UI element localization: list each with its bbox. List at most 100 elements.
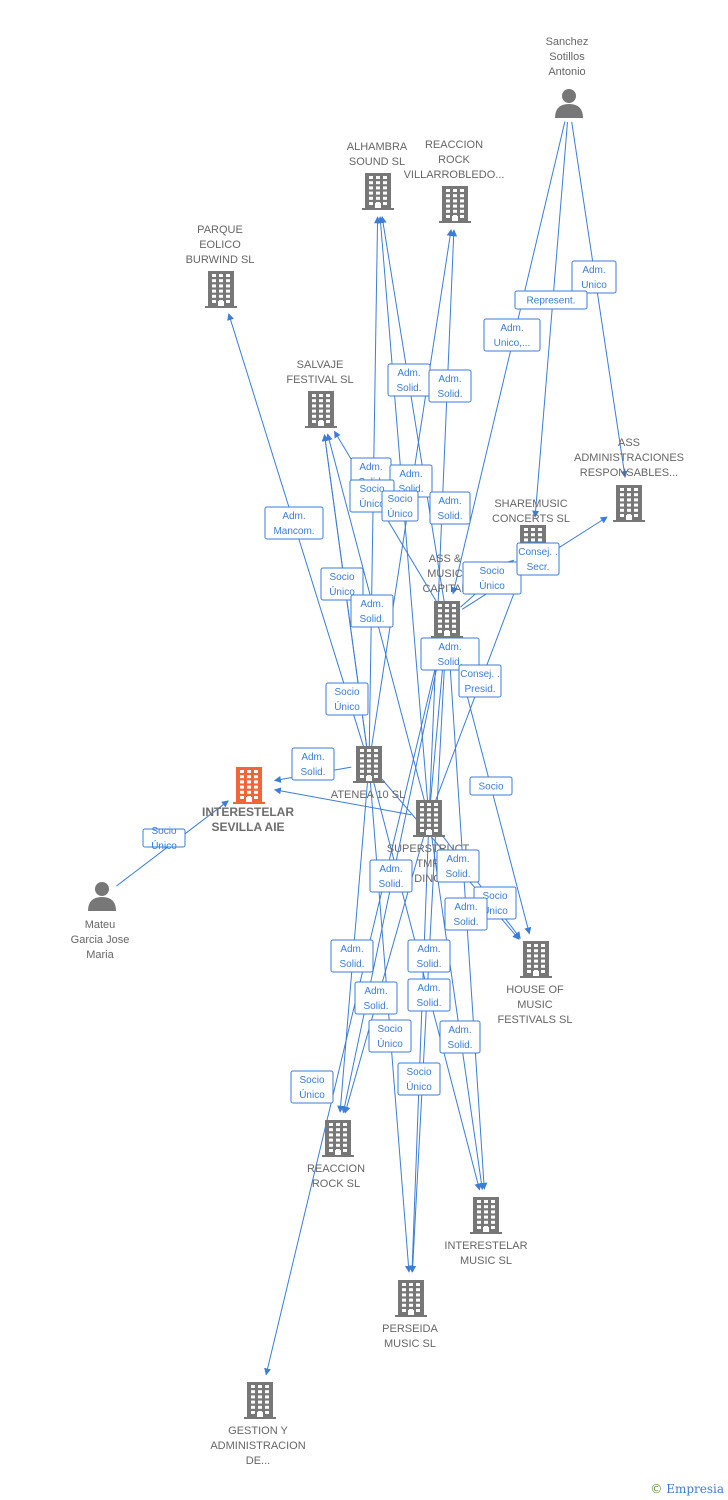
edge-label-box <box>381 490 419 522</box>
edge-label-text: Único <box>387 507 413 520</box>
edge-label[interactable]: Adm.Solid. <box>369 859 413 893</box>
node-label: DE... <box>246 1455 270 1467</box>
building-icon <box>233 767 265 804</box>
edge-label-text: Socio <box>359 484 384 495</box>
node-label: SALVAJE <box>297 359 344 371</box>
edge-label-box <box>368 1019 412 1053</box>
edge-label-box <box>325 682 369 716</box>
edge-label[interactable]: Adm.Solid. <box>429 491 471 525</box>
edge-label[interactable]: Adm.Unico <box>571 260 617 294</box>
edge-label[interactable]: Adm.Solid. <box>439 1020 481 1054</box>
edge-label-box <box>290 1070 334 1104</box>
building-icon <box>470 1197 502 1234</box>
edge-line <box>430 644 448 801</box>
edge-label-box <box>407 978 451 1012</box>
building-icon <box>305 391 337 428</box>
building-icon <box>613 485 645 522</box>
edge-label[interactable]: Adm.Solid. <box>387 363 431 397</box>
edge-label-text: Único <box>377 1037 403 1050</box>
node-label: PARQUE <box>197 224 243 236</box>
edge-label-box <box>571 260 617 294</box>
node-label: ASS <box>618 437 640 449</box>
edge-label-text: Único <box>482 904 508 917</box>
edge-label-text: Único <box>334 700 360 713</box>
node-label: EOLICO <box>199 239 241 251</box>
node-label: MUSIC <box>517 999 553 1011</box>
edge-label[interactable]: Adm.Solid. <box>407 939 451 973</box>
node-reaccion-villa[interactable]: REACCIONROCKVILLARROBLEDO... <box>404 139 505 223</box>
node-label: SOUND SL <box>349 156 405 168</box>
node-label: HOUSE OF <box>506 984 564 996</box>
edge-label-text: Solid. <box>447 1040 472 1051</box>
edge-label[interactable]: Adm.Mancom. <box>264 506 324 540</box>
edge-label[interactable]: Consej. .Secr. <box>516 542 560 576</box>
edge-label-text: Adm. <box>417 944 440 955</box>
edge-label-text: Adm. <box>282 511 305 522</box>
edge-label-box <box>483 318 541 352</box>
edge-label[interactable]: Adm.Solid. <box>407 978 451 1012</box>
edge-label-box <box>444 897 488 931</box>
edge-label[interactable]: Adm.Unico,... <box>483 318 541 352</box>
node-label: GESTION Y <box>228 1425 288 1437</box>
node-ass-admin[interactable]: ASSADMINISTRACIONESRESPONSABLES... <box>574 437 684 522</box>
node-label: SHAREMUSIC <box>494 498 567 510</box>
edge-label[interactable]: Consej. .Presid. <box>458 664 502 698</box>
node-label: BURWIND SL <box>186 254 255 266</box>
edge-label[interactable]: Adm.Solid. <box>420 637 480 671</box>
edge-label-text: Adm. <box>438 374 461 385</box>
edge-label-text: Solid. <box>445 869 470 880</box>
node-label: ATENEA 10 SL <box>331 789 405 801</box>
edge-label-text: Consej. . <box>460 669 499 680</box>
edge-label-text: Socio <box>479 566 504 577</box>
node-label: ADMINISTRACION <box>210 1440 305 1452</box>
edge-line <box>451 121 566 595</box>
edge-label-box <box>458 664 502 698</box>
edge-label[interactable]: Adm.Solid. <box>291 747 335 781</box>
edge-label-text: Socio <box>329 572 354 583</box>
edge-label[interactable]: Adm.Solid. <box>350 594 394 628</box>
node-label: Mateu <box>85 919 116 931</box>
edge-label[interactable]: Adm.Solid. <box>354 981 398 1015</box>
edge-line <box>532 121 568 518</box>
node-parque[interactable]: PARQUE EOLICO BURWIND SL <box>186 224 255 308</box>
edge-label-text: Solid. <box>359 614 384 625</box>
edge-label[interactable]: Adm.Solid. <box>428 369 472 403</box>
node-atenea[interactable]: ATENEA 10 SL <box>331 746 405 801</box>
node-label: INTERESTELAR <box>202 805 294 819</box>
edge-label-text: Adm. <box>438 496 461 507</box>
node-gestion[interactable]: GESTION Y ADMINISTRACION DE... <box>210 1382 306 1467</box>
edge-line <box>431 835 485 1190</box>
edge-label[interactable]: Represent. <box>514 290 588 310</box>
node-label: REACCION <box>425 139 483 151</box>
person-icon <box>88 882 116 911</box>
edge-label-text: Solid. <box>378 879 403 890</box>
edge-label[interactable]: Adm.Solid. <box>330 939 374 973</box>
edge-label[interactable]: Adm.Solid. <box>444 897 488 931</box>
edge-label[interactable]: Socio <box>469 776 513 796</box>
edge-label-box <box>429 491 471 525</box>
edge-label[interactable]: Adm.Solid. <box>436 849 480 883</box>
brand-watermark: © Empresia <box>650 1482 724 1496</box>
edge-label-text: Adm. <box>500 323 523 334</box>
edge-label-text: Adm. <box>399 469 422 480</box>
